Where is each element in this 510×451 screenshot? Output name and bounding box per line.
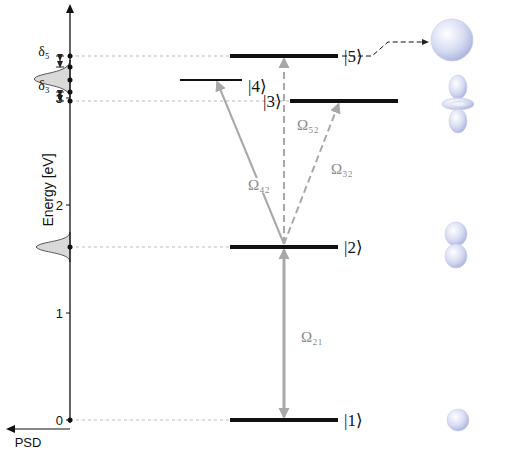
transition-arrow bbox=[283, 250, 286, 417]
energy-level: |4⟩ bbox=[180, 68, 242, 92]
axis-label: 3 bbox=[56, 92, 63, 105]
level-line bbox=[230, 54, 338, 58]
axis-label: 2 bbox=[56, 199, 63, 212]
rabi-label: Ω₃₂ bbox=[330, 162, 354, 177]
energy-level: |3⟩ bbox=[290, 89, 398, 113]
psd-peak bbox=[34, 60, 70, 98]
level-line bbox=[180, 79, 242, 81]
rabi-label: Ω₂₁ bbox=[300, 330, 324, 345]
rabi-label: Ω₅₂ bbox=[296, 118, 320, 133]
psd-peak bbox=[36, 232, 70, 262]
level-line bbox=[230, 245, 338, 249]
transition-arrow bbox=[217, 82, 284, 244]
psd-axis bbox=[10, 428, 70, 429]
level-line bbox=[230, 418, 338, 422]
orbital-pictures bbox=[431, 19, 474, 431]
state-label: |5⟩ bbox=[344, 48, 363, 65]
guide-lines bbox=[70, 56, 290, 420]
energy-level: |2⟩ bbox=[230, 235, 338, 259]
axis-dots bbox=[68, 54, 73, 423]
detuning-label: δ₃ bbox=[38, 79, 49, 93]
axis-label: PSD bbox=[15, 436, 42, 449]
state-label: |2⟩ bbox=[344, 239, 363, 256]
state-label: |3⟩ bbox=[263, 93, 282, 110]
level-line bbox=[290, 99, 398, 103]
axis-label: 0 bbox=[56, 414, 63, 427]
axis-ticks bbox=[66, 98, 70, 420]
energy-level: |5⟩ bbox=[230, 44, 338, 68]
rabi-label: Ω₄₂ bbox=[247, 178, 271, 193]
energy-level: |1⟩ bbox=[230, 408, 338, 432]
detuning-label: δ₅ bbox=[38, 45, 49, 59]
axis-title: Energy [eV] bbox=[41, 153, 55, 226]
axis-label: 1 bbox=[56, 307, 63, 320]
transition-arrow bbox=[283, 59, 285, 244]
energy-axis bbox=[69, 8, 70, 423]
state-label: |1⟩ bbox=[344, 412, 363, 429]
